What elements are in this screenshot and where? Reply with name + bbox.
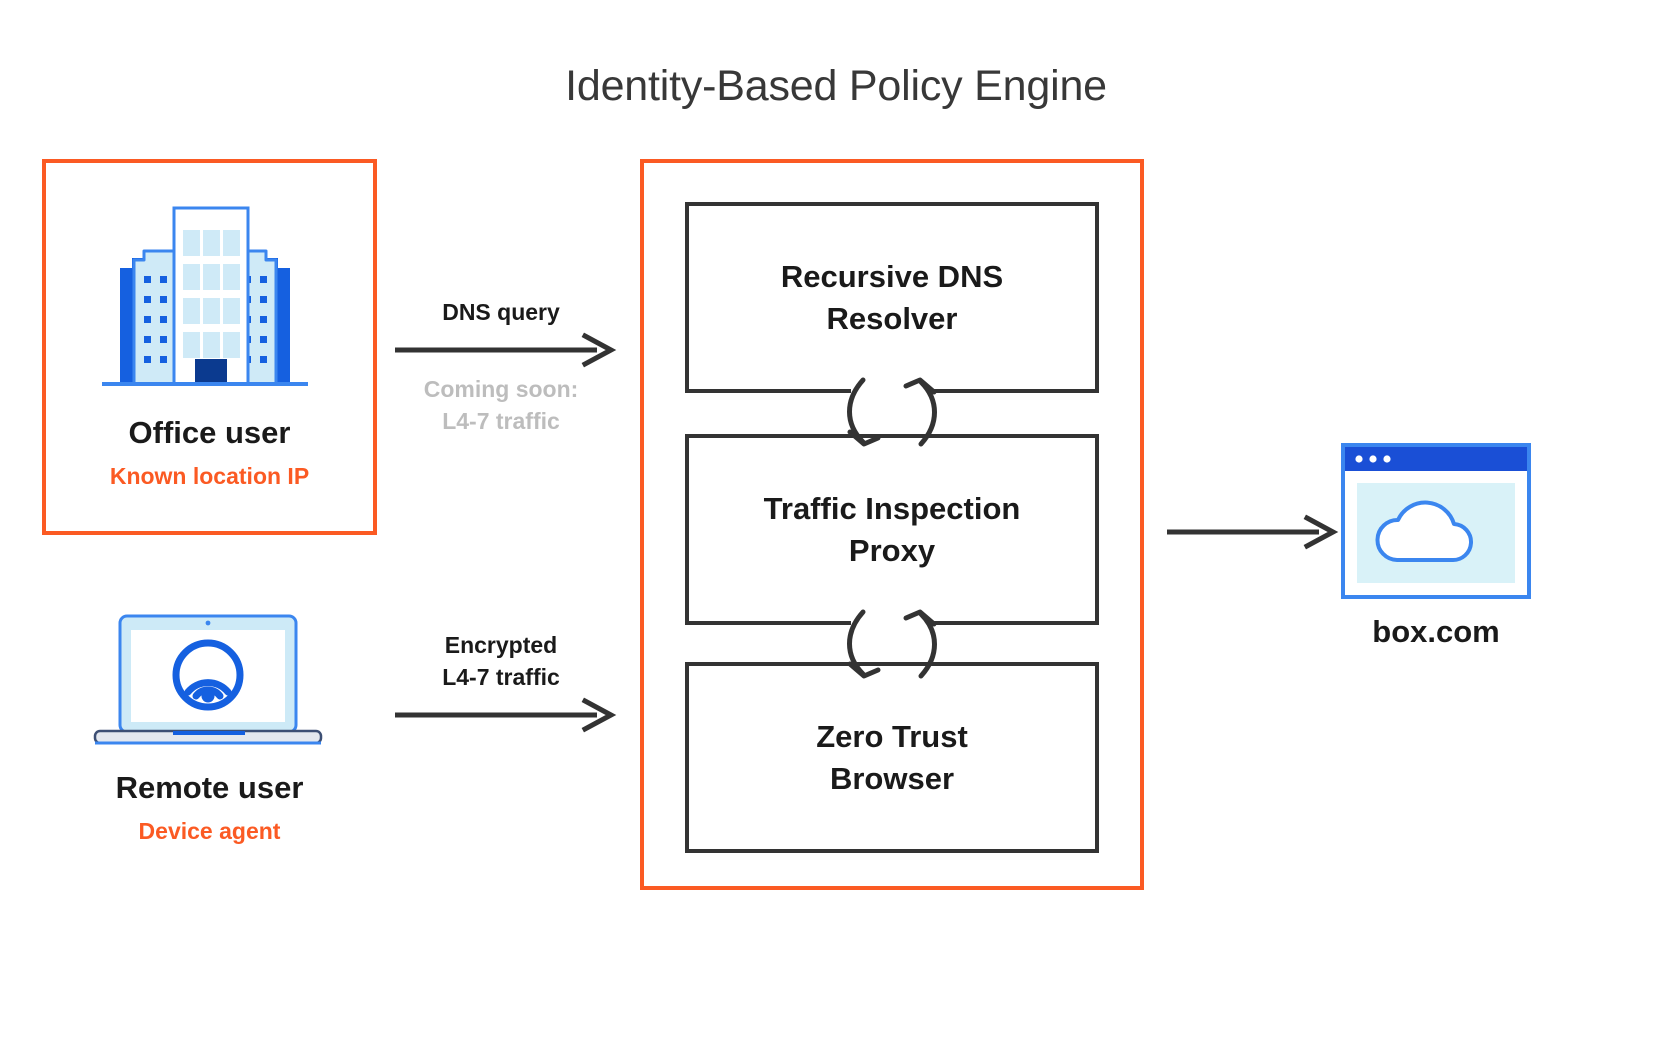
- box-edge-left: [685, 434, 689, 625]
- box-edge-left: [685, 202, 689, 393]
- traffic-inspection-proxy-label: Traffic Inspection Proxy: [763, 490, 1021, 568]
- recursive-dns-resolver-label: Recursive DNS Resolver: [780, 258, 1004, 336]
- page-title-text: Identity-Based Policy Engine: [565, 62, 1107, 110]
- box-edge-bottom-left: [685, 389, 851, 393]
- bidirectional-cycle-arrows-icon: [838, 604, 946, 684]
- box-edge-bottom-right: [933, 389, 1099, 393]
- box-edge-left: [685, 662, 689, 853]
- page-title: Identity-Based Policy Engine: [0, 62, 1680, 111]
- bidirectional-cycle-arrows-icon: [838, 372, 946, 452]
- traffic-inspection-proxy-box: Traffic Inspection Proxy: [685, 434, 1099, 625]
- remote-user-subtitle: Device agent: [138, 818, 281, 844]
- box-edge-bottom-left: [685, 621, 851, 625]
- box-edge-bottom: [685, 849, 1099, 853]
- office-building-icon: [78, 192, 332, 392]
- browser-window-cloud-icon: [1341, 443, 1531, 599]
- arrow-right-icon: [393, 330, 618, 370]
- dns-note-line-2: L4-7 traffic: [442, 408, 560, 434]
- dns-query-label: DNS query: [442, 299, 560, 325]
- dns-query-note: Coming soon: L4-7 traffic: [388, 373, 614, 437]
- box-edge-top: [685, 434, 1099, 438]
- box-edge-right: [1095, 662, 1099, 853]
- laptop-wifi-icon: [83, 612, 333, 752]
- box-edge-right: [1095, 202, 1099, 393]
- box-edge-right: [1095, 434, 1099, 625]
- zero-trust-browser-box: Zero Trust Browser: [685, 662, 1099, 853]
- zero-trust-browser-label: Zero Trust Browser: [816, 718, 968, 796]
- box-edge-top: [685, 662, 1099, 666]
- encrypted-label-line-2: L4-7 traffic: [442, 664, 560, 690]
- office-user-subtitle: Known location IP: [109, 463, 310, 489]
- destination-label: box.com: [1372, 614, 1500, 649]
- arrow-right-icon: [1165, 512, 1340, 552]
- encrypted-label-line-1: Encrypted: [444, 632, 558, 658]
- arrow-right-icon: [393, 695, 618, 735]
- office-user-title: Office user: [128, 415, 291, 450]
- dns-note-line-1: Coming soon:: [423, 376, 579, 402]
- box-edge-bottom-right: [933, 621, 1099, 625]
- remote-user-title: Remote user: [115, 770, 304, 805]
- recursive-dns-resolver-box: Recursive DNS Resolver: [685, 202, 1099, 393]
- encrypted-traffic-label: Encrypted L4-7 traffic: [388, 629, 614, 693]
- box-edge-top: [685, 202, 1099, 206]
